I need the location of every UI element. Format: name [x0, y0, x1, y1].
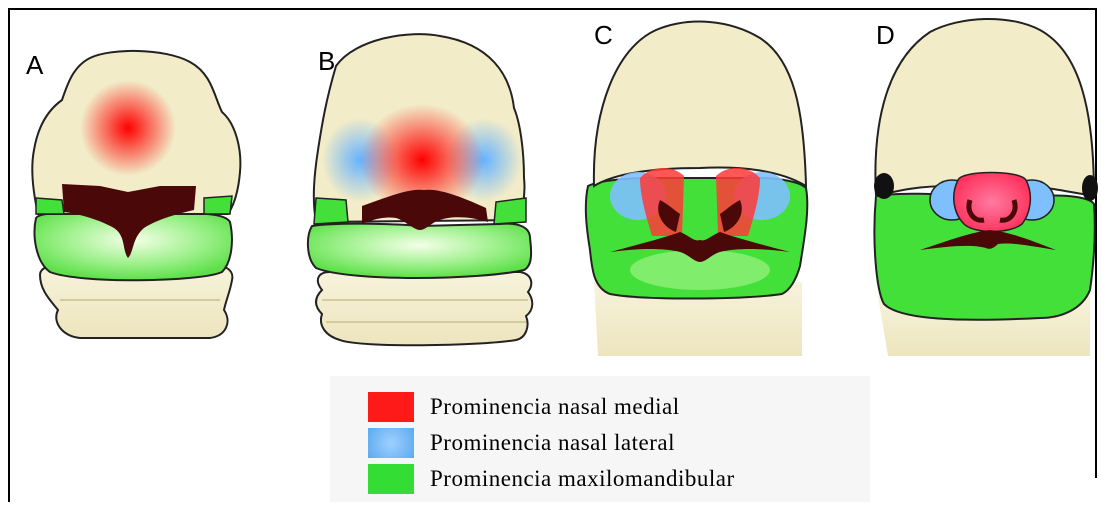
panel-label-d: D — [876, 22, 895, 48]
panel-label-b: B — [318, 48, 335, 74]
legend-swatch-blue — [368, 428, 414, 458]
legend-label-maxilomandibular: Prominencia maxilomandibular — [430, 466, 735, 492]
legend: Prominencia nasal medial Prominencia nas… — [330, 376, 870, 502]
legend-label-medial: Prominencia nasal medial — [430, 394, 680, 420]
legend-swatch-red — [368, 392, 414, 422]
panel-c-embryo — [586, 22, 807, 356]
panel-label-a: A — [26, 52, 43, 78]
panel-d-embryo — [874, 19, 1098, 356]
panel-a-embryo — [32, 51, 240, 338]
panel-label-c: C — [594, 22, 613, 48]
panel-b-embryo — [308, 34, 532, 345]
legend-swatch-green — [368, 464, 414, 494]
legend-label-lateral: Prominencia nasal lateral — [430, 430, 675, 456]
